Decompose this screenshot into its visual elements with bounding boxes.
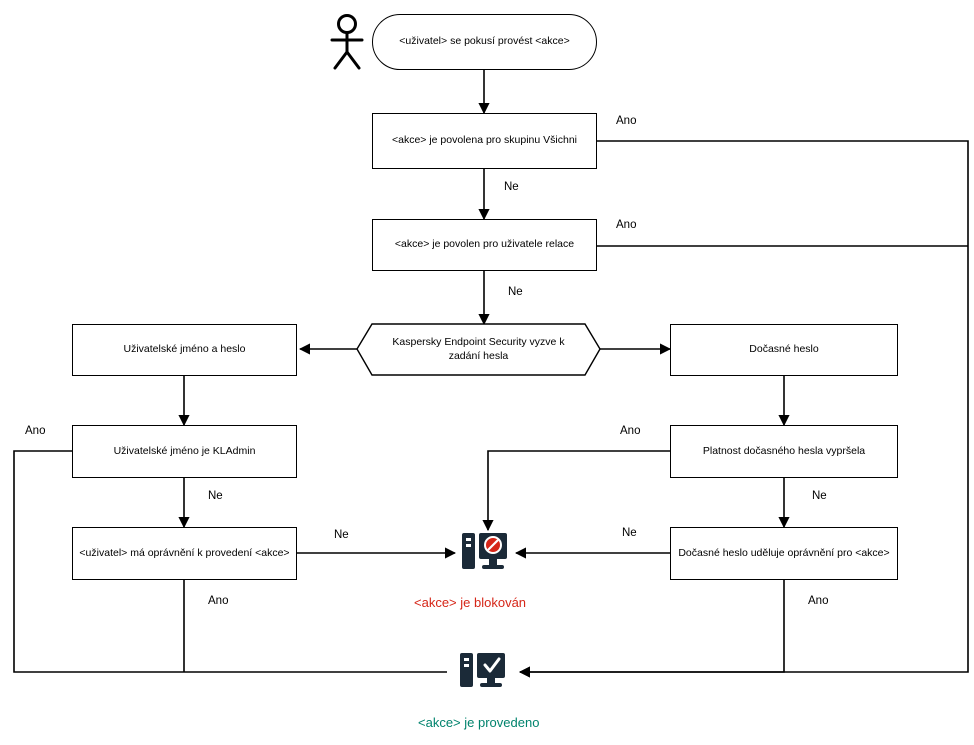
- monitor-blocked-icon: [457, 528, 513, 578]
- node-user-has-rights: <uživatel> má oprávnění k provedení <akc…: [72, 527, 297, 580]
- node-temp-password-grants-rights: Dočasné heslo uděluje oprávnění pro <akc…: [670, 527, 898, 580]
- node-allowed-for-all: <akce> je povolena pro skupinu Všichni: [372, 113, 597, 169]
- node-username-and-password: Uživatelské jméno a heslo: [72, 324, 297, 376]
- node-allowed-for-session-user: <akce> je povolen pro uživatele relace: [372, 219, 597, 271]
- label-action-performed: <akce> je provedeno: [418, 715, 540, 730]
- edge-label-ne-rights: Ne: [334, 529, 349, 541]
- edge-label-ano-grants: Ano: [808, 595, 829, 607]
- node-start: <uživatel> se pokusí provést <akce>: [372, 14, 597, 70]
- node-username-is-kladmin: Uživatelské jméno je KLAdmin: [72, 425, 297, 478]
- edge-label-ne-expired: Ne: [812, 490, 827, 502]
- edge-label-ano-kladmin: Ano: [25, 425, 46, 437]
- monitor-check-icon: [455, 650, 511, 696]
- edge-label-ne-session: Ne: [508, 286, 523, 298]
- edge-label-ne-kladmin: Ne: [208, 490, 223, 502]
- user-figure-icon: [327, 14, 367, 70]
- label-action-blocked: <akce> je blokován: [414, 595, 527, 610]
- edge-label-ne-grants: Ne: [622, 527, 637, 539]
- edge-label-ano-all: Ano: [616, 115, 637, 127]
- edge-label-ne-all: Ne: [504, 181, 519, 193]
- node-temporary-password-expired: Platnost dočasného hesla vypršela: [670, 425, 898, 478]
- edge-label-ano-rights: Ano: [208, 595, 229, 607]
- edge-label-ano-expired: Ano: [620, 425, 641, 437]
- node-temporary-password: Dočasné heslo: [670, 324, 898, 376]
- node-kes-password-prompt: Kaspersky Endpoint Security vyzve k zadá…: [392, 335, 565, 362]
- edge-label-ano-session: Ano: [616, 219, 637, 231]
